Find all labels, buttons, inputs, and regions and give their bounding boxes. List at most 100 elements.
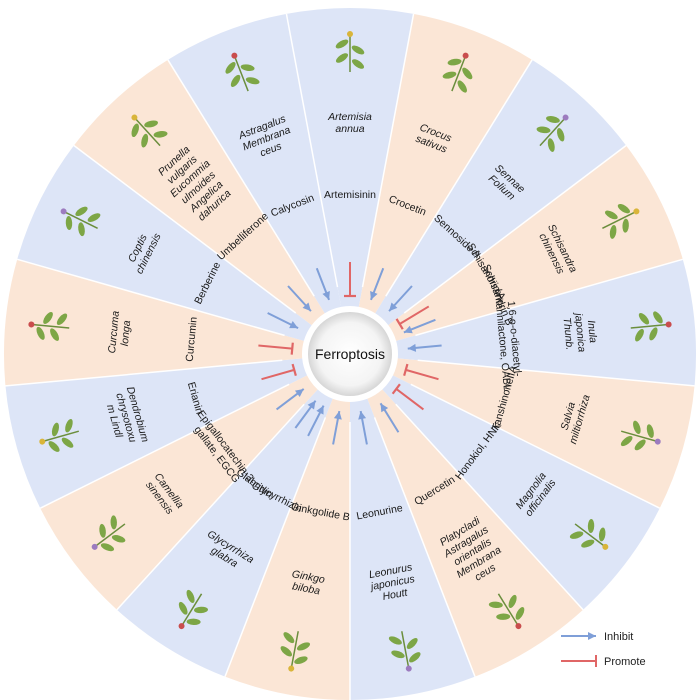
plant-illustration-icon	[388, 631, 421, 672]
promote-arrow	[395, 388, 425, 411]
plant-illustration-icon	[131, 114, 168, 148]
plant-name: japonica	[572, 311, 588, 353]
sector-divider	[116, 403, 305, 611]
plant-illustration-icon	[335, 31, 365, 72]
plant-illustration-icon	[488, 593, 525, 630]
promote-arrow	[261, 368, 295, 381]
legend-promote-label: Promote	[604, 656, 646, 668]
sector-divider	[417, 359, 695, 387]
promote-cap	[403, 363, 409, 376]
plant-name: Curcuma	[106, 310, 122, 354]
compound-name: Curcumin	[184, 316, 200, 362]
plant-name: Thunb.	[561, 317, 576, 351]
plant-illustration-icon	[602, 203, 640, 239]
sector-divider	[385, 59, 533, 297]
sector-dividers	[5, 13, 695, 700]
inhibit-arrowhead	[302, 302, 311, 312]
compound-name: Artemisinin	[324, 189, 376, 201]
plant-name: longa	[119, 320, 133, 347]
inhibit-arrowhead	[407, 343, 417, 352]
center-circle	[308, 312, 392, 396]
plant-name: Houtt	[382, 586, 410, 603]
inhibit-arrowhead	[294, 388, 304, 397]
sector-divider	[285, 13, 339, 288]
plant-illustration-icon	[91, 515, 126, 552]
promote-arrow	[405, 368, 439, 381]
sector-wedge	[5, 358, 308, 509]
sector-divider	[73, 144, 297, 314]
effect-arrows	[258, 262, 442, 445]
sector-divider	[410, 383, 661, 509]
sector-wedge	[225, 398, 350, 700]
sector-divider	[403, 144, 627, 314]
center-label: Ferroptosis	[315, 346, 385, 362]
inhibit-arrowhead	[289, 321, 299, 329]
plant-illustration-icon	[620, 420, 661, 451]
plant-illustration-icon	[630, 311, 672, 342]
plant-illustration-icon	[536, 114, 569, 152]
inhibit-arrowhead	[370, 291, 378, 300]
promote-cap	[391, 383, 401, 395]
inhibit-arrowhead	[307, 400, 316, 410]
plant-name: annua	[335, 123, 364, 135]
inhibit-arrowhead	[380, 403, 389, 413]
sector-wedge	[167, 13, 342, 314]
inhibit-arrowhead	[316, 405, 324, 415]
legend: Inhibit Promote	[561, 631, 646, 668]
plant-illustration-icon	[178, 589, 208, 630]
sector-wedge	[17, 145, 312, 341]
sector-divider	[167, 59, 315, 297]
legend-inhibit-label: Inhibit	[604, 631, 633, 643]
inhibit-arrowhead	[403, 325, 413, 334]
sector-wedge	[392, 358, 695, 509]
plant-illustration-icon	[442, 52, 473, 93]
promote-cap	[290, 342, 294, 355]
plant-name: biloba	[291, 580, 321, 597]
sector-wedge	[350, 398, 475, 700]
sector-wedge	[382, 375, 660, 610]
inhibit-arrowhead	[333, 411, 342, 420]
promote-arrow	[399, 305, 430, 325]
promote-cap	[291, 363, 297, 376]
compound-label-group: Curcumin	[184, 316, 200, 362]
sector-divider	[373, 417, 476, 677]
plant-illustration-icon	[39, 418, 80, 452]
sector-wedge	[375, 59, 627, 326]
sector-wedge	[396, 259, 696, 386]
sector-divider	[361, 13, 415, 288]
sector-wedge	[358, 13, 533, 314]
sector-divider	[415, 258, 683, 337]
plant-name: Inula	[585, 320, 599, 344]
sector-divider	[395, 403, 584, 611]
sector-divider	[17, 258, 285, 337]
plant-illustrations	[28, 31, 672, 672]
promote-cap	[395, 318, 404, 330]
plant-illustration-icon	[60, 206, 101, 237]
plant-name: Artemisia	[327, 111, 372, 123]
sector-wedge	[367, 389, 584, 677]
sector-divider	[39, 383, 290, 509]
sector-wedge	[388, 145, 683, 341]
sector-wedge	[116, 389, 333, 677]
plant-illustration-icon	[280, 631, 311, 672]
compound-label-group: Artemisinin	[324, 189, 376, 201]
sector-divider	[5, 359, 283, 387]
sector-divider	[224, 417, 327, 677]
inhibit-arrowhead	[358, 411, 367, 420]
center-node: Ferroptosis	[308, 312, 392, 396]
legend-inhibit-head	[588, 632, 596, 640]
inhibit-arrowhead	[322, 291, 330, 300]
promote-arrow	[258, 344, 293, 350]
sector-wedge	[286, 7, 414, 307]
plant-illustration-icon	[569, 519, 609, 550]
sector-wedge	[4, 259, 304, 386]
inhibit-arrowhead	[389, 302, 398, 312]
plant-illustration-icon	[225, 52, 260, 92]
plant-illustration-icon	[28, 311, 70, 341]
